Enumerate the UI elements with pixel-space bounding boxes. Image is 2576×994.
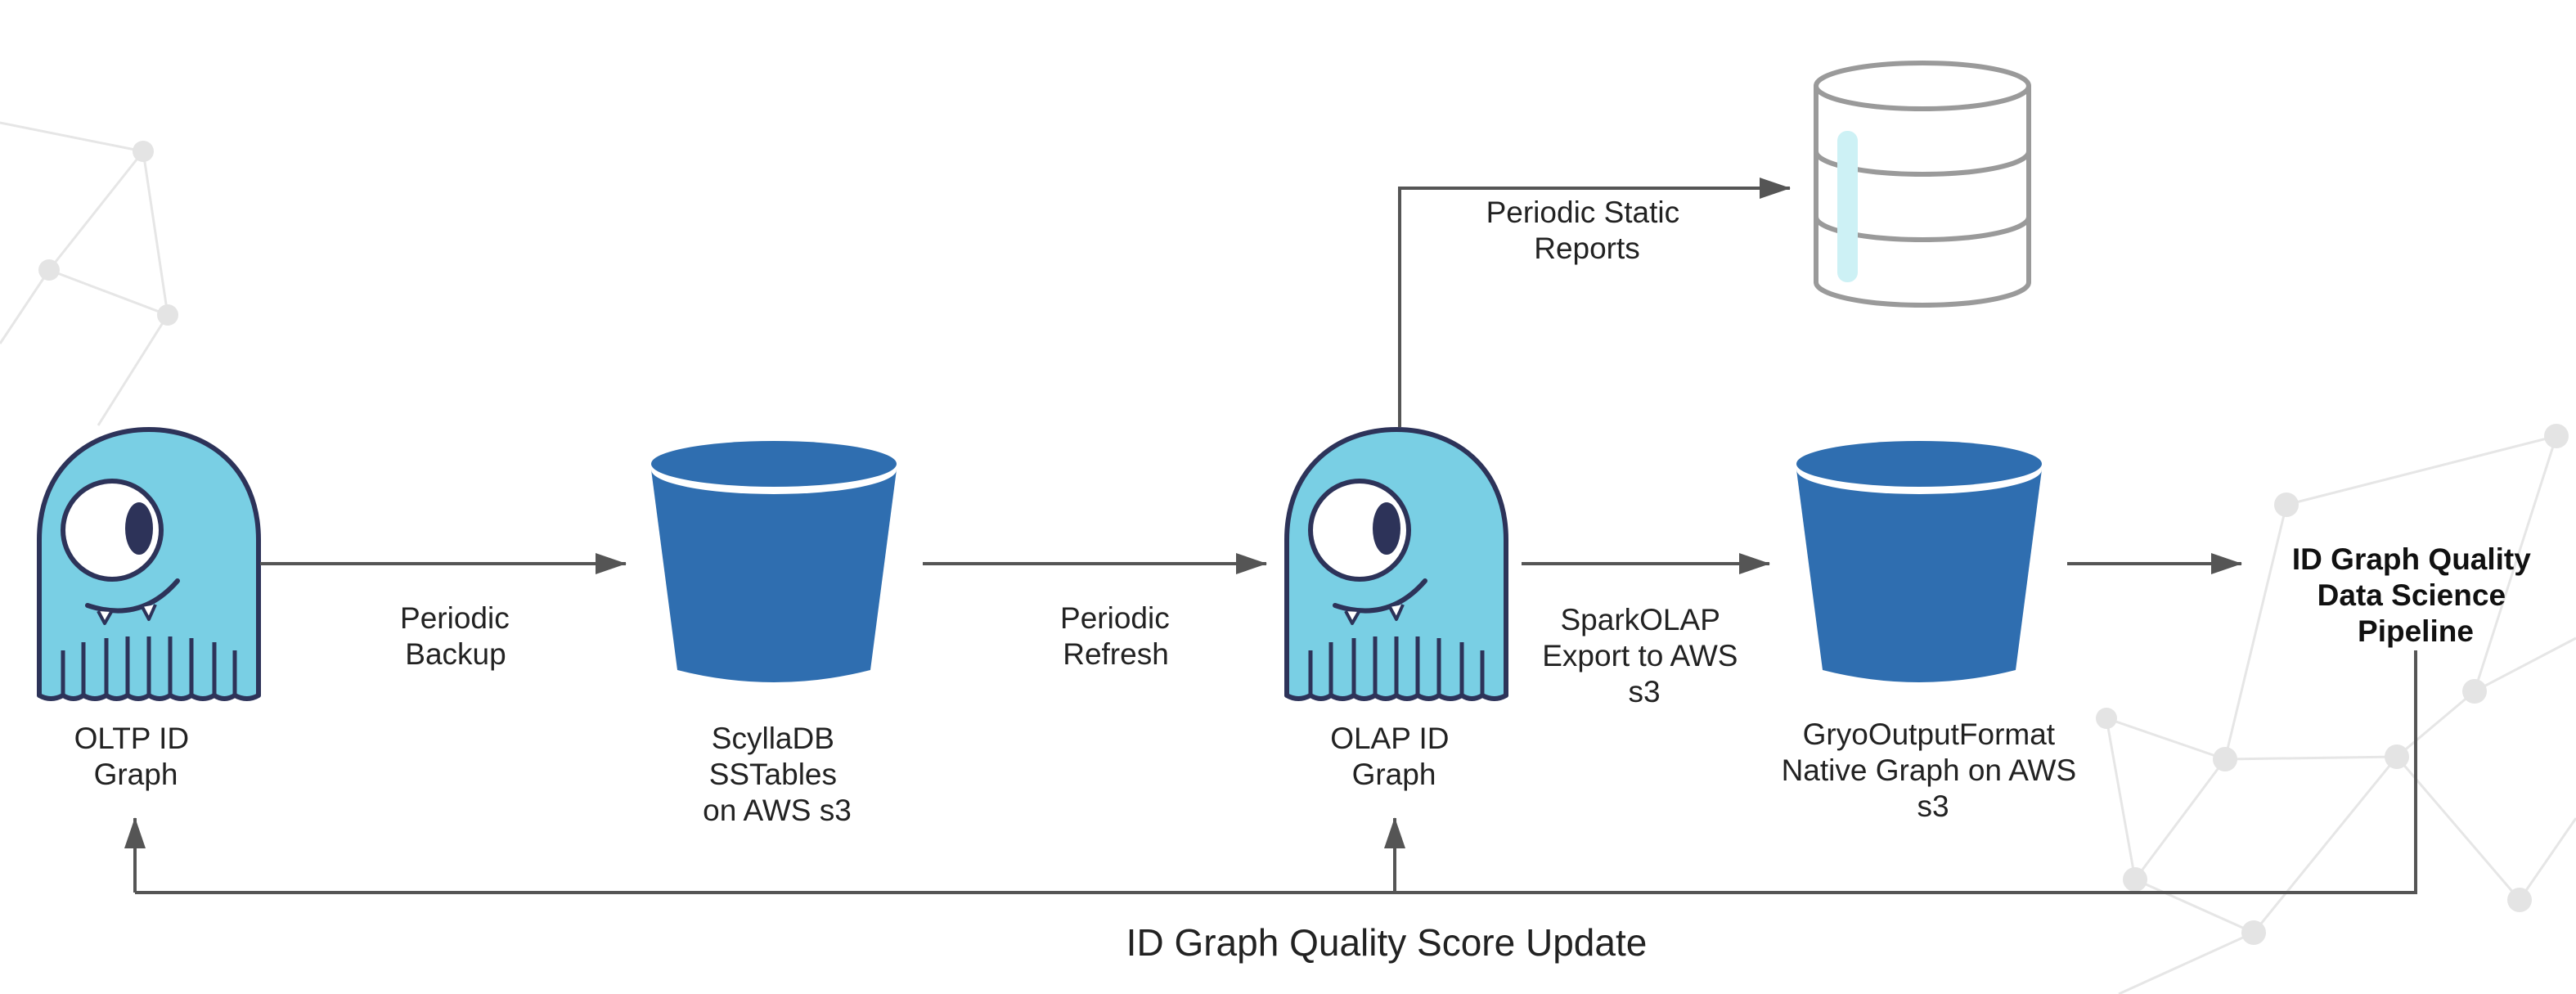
feedback-line — [135, 650, 2417, 894]
gryo-label: GryoOutputFormat Native Graph on AWS s3 — [1782, 717, 2085, 823]
feedback-label: ID Graph Quality Score Update — [1126, 921, 1648, 964]
oltp-graph-label: OLTP ID Graph — [74, 722, 198, 791]
refresh-label: Periodic Refresh — [1060, 601, 1178, 671]
backup-label-line-1: Periodic — [400, 601, 510, 635]
oltp-label-line-1: OLTP ID — [74, 722, 190, 755]
sstables-label-line-3: on AWS s3 — [703, 794, 852, 827]
backup-label: Periodic Backup — [400, 601, 518, 671]
reports-label-line-1: Periodic Static — [1486, 196, 1680, 229]
export-label: SparkOLAP Export to AWS s3 — [1542, 603, 1747, 708]
oltp-graph-mascot-icon — [39, 430, 258, 699]
reports-label: Periodic Static Reports — [1486, 196, 1688, 265]
olap-graph-label: OLAP ID Graph — [1330, 722, 1458, 791]
export-label-line-3: s3 — [1628, 675, 1660, 708]
oltp-label-line-2: Graph — [94, 758, 178, 791]
gryo-label-line-3: s3 — [1917, 789, 1949, 823]
backup-label-line-2: Backup — [405, 637, 506, 671]
gryo-bucket-icon — [1796, 441, 2042, 682]
pipeline-label: ID Graph Quality Data Science Pipeline — [2292, 542, 2539, 648]
olap-label-line-1: OLAP ID — [1330, 722, 1449, 755]
sstables-label-line-1: ScyllaDB — [712, 722, 834, 755]
gryo-label-line-1: GryoOutputFormat — [1803, 717, 2056, 751]
background-network-right — [2096, 424, 2576, 994]
refresh-label-line-1: Periodic — [1060, 601, 1170, 635]
pipeline-label-line-3: Pipeline — [2358, 614, 2474, 648]
reports-database-icon — [1814, 61, 2031, 308]
sstables-bucket-icon — [651, 441, 897, 682]
export-label-line-2: Export to AWS — [1542, 639, 1738, 672]
olap-label-line-2: Graph — [1352, 758, 1436, 791]
export-label-line-1: SparkOLAP — [1561, 603, 1720, 636]
sstables-label-line-2: SSTables — [709, 758, 837, 791]
pipeline-label-line-1: ID Graph Quality — [2292, 542, 2531, 576]
pipeline-label-line-2: Data Science — [2318, 578, 2506, 612]
olap-graph-mascot-icon — [1287, 430, 1506, 699]
sstables-label: ScyllaDB SSTables on AWS s3 — [703, 722, 852, 827]
reports-arrow — [1398, 178, 1791, 427]
background-network-left — [0, 121, 178, 426]
refresh-label-line-2: Refresh — [1063, 637, 1169, 671]
reports-label-line-2: Reports — [1534, 232, 1640, 265]
gryo-label-line-2: Native Graph on AWS — [1782, 753, 2077, 787]
